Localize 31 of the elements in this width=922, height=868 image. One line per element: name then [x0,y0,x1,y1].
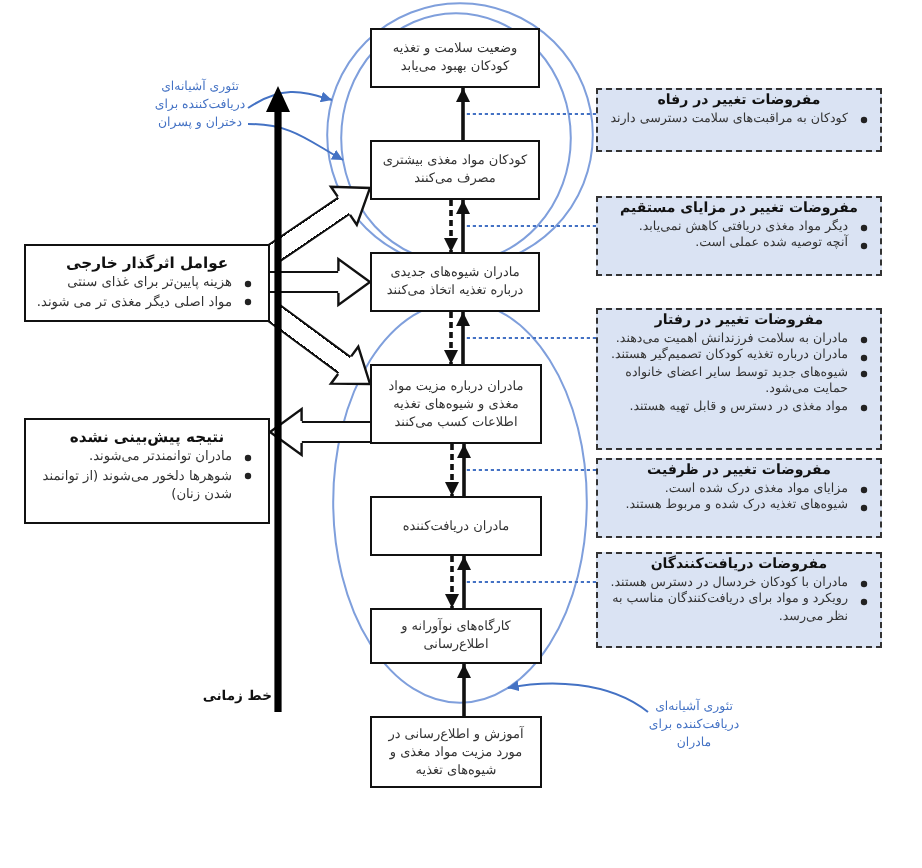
step-box [370,252,540,312]
dashed-arrow [445,556,459,608]
factor-box [24,244,270,322]
step-box [370,140,540,200]
step-box [370,716,542,788]
step-box [370,28,540,88]
dotted-leader-line [465,337,597,339]
dotted-leader-line [465,581,597,583]
arrow [456,88,470,140]
assumption-box [596,308,882,450]
curved-arrow [247,123,344,161]
dashed-arrow [445,444,459,496]
arrow [457,556,471,608]
curved-arrow [506,680,649,713]
dotted-leader-line [465,113,597,115]
arrow [456,312,470,364]
arrow [457,444,471,496]
factor-box [24,418,270,524]
curved-arrow [247,91,333,109]
step-box [370,608,542,664]
arrow [456,200,470,252]
dashed-arrow [444,312,458,364]
dotted-leader-line [465,225,597,227]
assumption-box [596,552,882,648]
step-box [370,496,542,556]
dashed-arrow [444,200,458,252]
step-box [370,364,542,444]
assumption-box [596,88,882,152]
assumption-box [596,458,882,538]
dotted-leader-line [465,469,597,471]
assumption-box [596,196,882,276]
